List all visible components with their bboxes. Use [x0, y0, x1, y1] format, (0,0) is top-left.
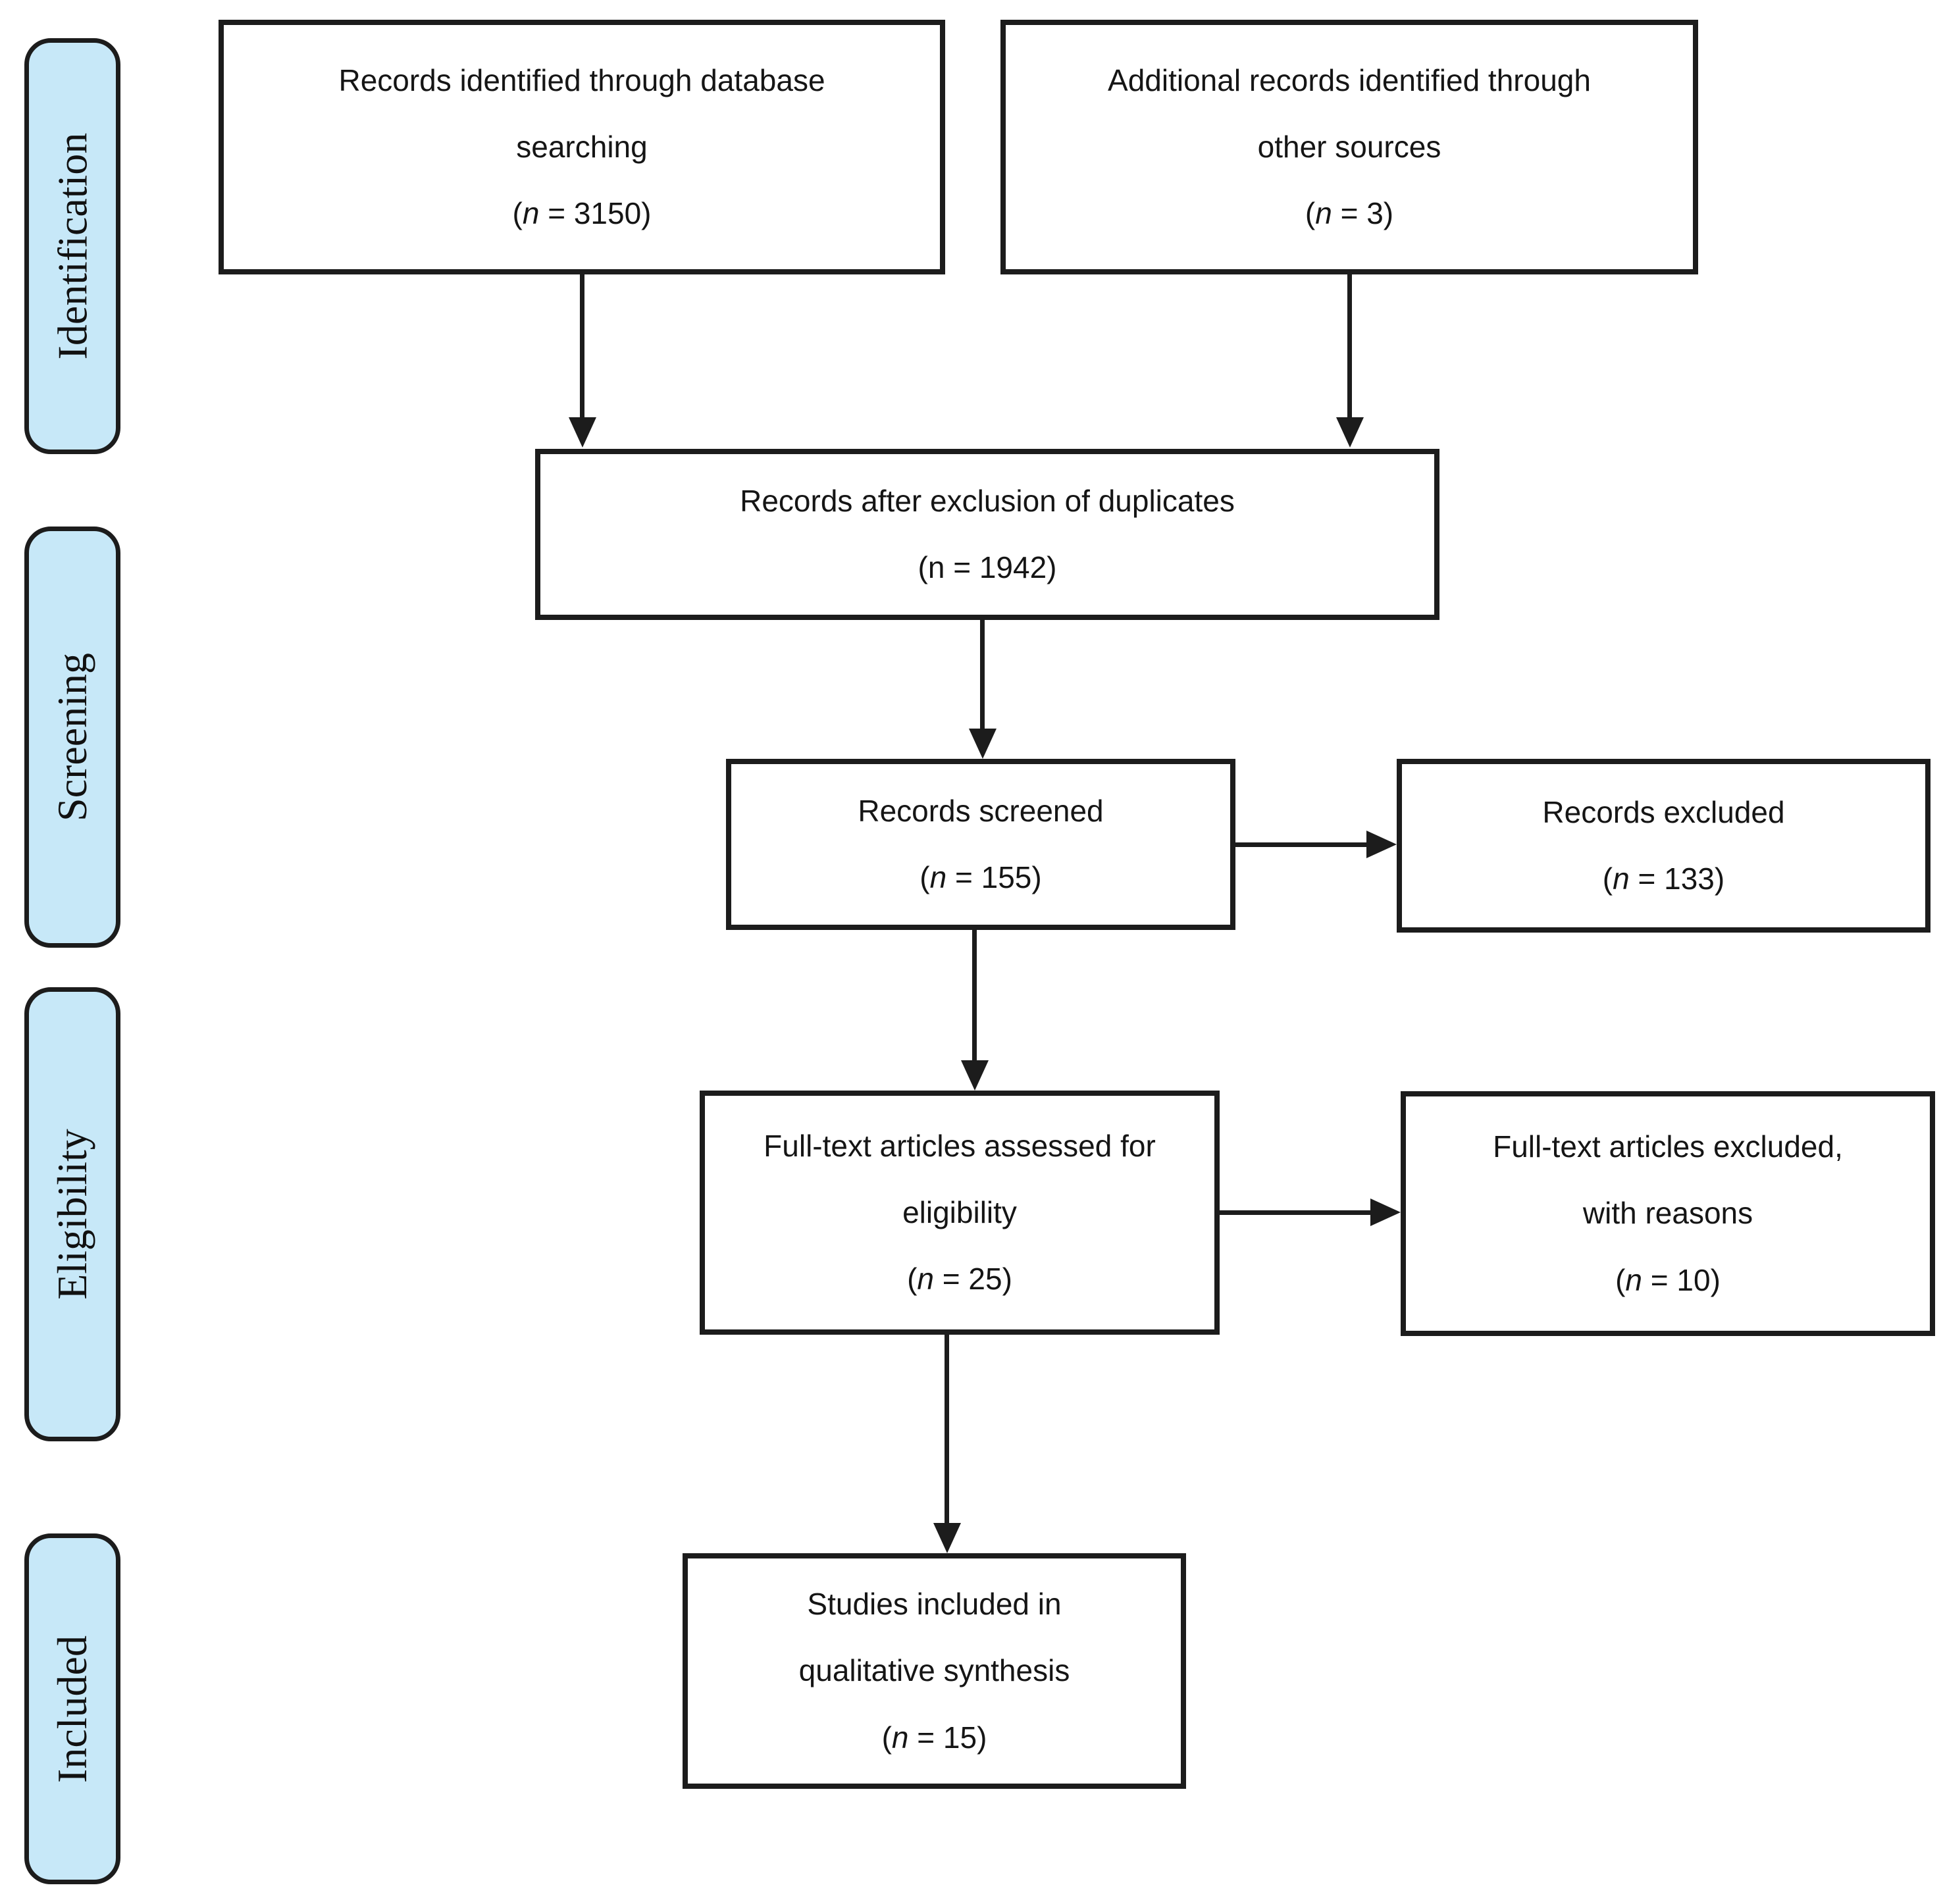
- box-text-line: searching: [516, 129, 648, 164]
- box-count: (n = 1942): [918, 550, 1057, 584]
- box-count: (n = 10): [1615, 1262, 1721, 1297]
- box-text-line: other sources: [1257, 129, 1441, 164]
- box-text-line: Studies included in: [807, 1587, 1062, 1622]
- box-text-line: with reasons: [1582, 1196, 1753, 1231]
- arrow-line-screened-to-excluded: [1235, 842, 1369, 847]
- box-text-line: qualitative synthesis: [798, 1653, 1070, 1688]
- box-text-line: Full-text articles excluded,: [1493, 1129, 1843, 1164]
- box-studies-included: Studies included in qualitative synthesi…: [683, 1553, 1186, 1789]
- arrow-line-fulltext-to-included: [945, 1335, 949, 1526]
- stage-label-eligibility: Eligibility: [49, 1129, 95, 1300]
- box-count: (n = 155): [920, 860, 1042, 894]
- arrow-line-duplicates-to-screened: [980, 620, 985, 730]
- box-text-line: Additional records identified through: [1108, 63, 1591, 97]
- box-text-line: Records screened: [858, 793, 1104, 828]
- stage-eligibility: Eligibility: [24, 987, 120, 1441]
- box-text-line: eligibility: [902, 1195, 1017, 1229]
- box-records-excluded: Records excluded (n = 133): [1397, 759, 1930, 933]
- box-text-line: Full-text articles assessed for: [764, 1128, 1156, 1163]
- box-count: (n = 25): [907, 1262, 1012, 1297]
- stage-included: Included: [24, 1533, 120, 1884]
- arrowhead-fulltext-to-included: [933, 1523, 961, 1553]
- box-text-line: Records excluded: [1542, 794, 1785, 829]
- stage-label-screening: Screening: [49, 653, 95, 821]
- stage-screening: Screening: [24, 527, 120, 948]
- stage-label-included: Included: [49, 1635, 95, 1783]
- box-count: (n = 3): [1305, 196, 1394, 231]
- stage-identification: Identification: [24, 38, 120, 454]
- arrowhead-fulltext-to-excluded: [1370, 1198, 1401, 1226]
- arrowhead-additional-to-duplicates: [1336, 417, 1364, 448]
- arrow-line-screened-to-fulltext: [972, 930, 977, 1062]
- arrowhead-screened-to-excluded: [1366, 831, 1397, 858]
- box-fulltext-excluded: Full-text articles excluded, with reason…: [1401, 1091, 1935, 1336]
- arrowhead-screened-to-fulltext: [961, 1060, 989, 1091]
- stage-label-identification: Identification: [49, 132, 95, 360]
- box-count: (n = 15): [881, 1720, 987, 1755]
- box-duplicates-removed: Records after exclusion of duplicates (n…: [535, 449, 1439, 620]
- arrow-line-identified-to-duplicates: [580, 274, 584, 419]
- box-additional-records: Additional records identified through ot…: [1000, 20, 1698, 274]
- box-fulltext-assessed: Full-text articles assessed for eligibil…: [700, 1091, 1220, 1335]
- arrowhead-identified-to-duplicates: [569, 417, 596, 448]
- box-records-screened: Records screened (n = 155): [726, 759, 1235, 930]
- box-count: (n = 3150): [512, 196, 652, 231]
- box-text-line: Records after exclusion of duplicates: [740, 483, 1235, 518]
- box-records-identified: Records identified through database sear…: [219, 20, 945, 274]
- arrow-line-fulltext-to-excluded: [1220, 1210, 1373, 1215]
- arrow-line-additional-to-duplicates: [1347, 274, 1352, 419]
- arrowhead-duplicates-to-screened: [969, 729, 997, 759]
- box-count: (n = 133): [1602, 862, 1725, 896]
- box-text-line: Records identified through database: [338, 63, 825, 97]
